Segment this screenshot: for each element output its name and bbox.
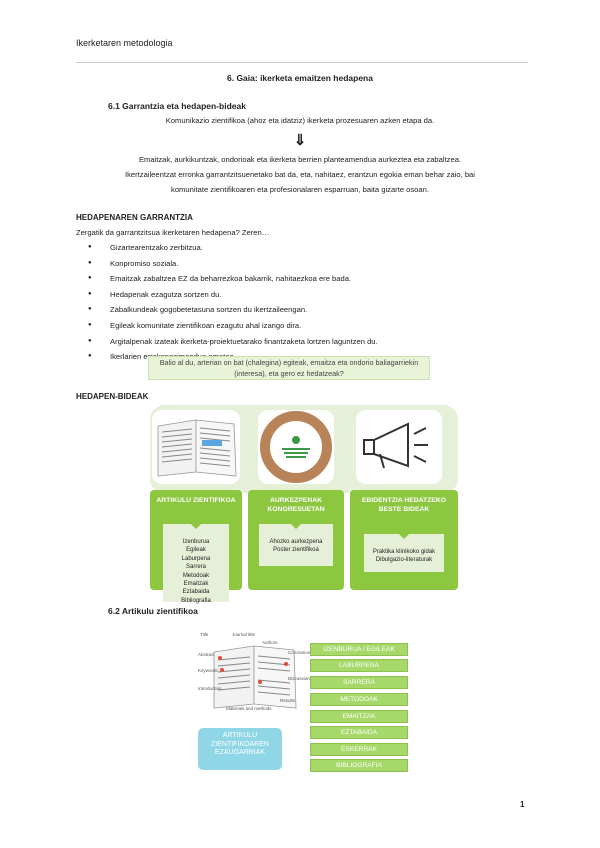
intro-line: Komunikazio zientifikoa (ahoz eta idatzi… [165,116,435,125]
card-item: Praktika klinikoko gidak [372,549,436,555]
card-item: Izenburua [182,539,210,545]
figure-label: Title [200,632,209,637]
article-part-label: LABURPENA [310,659,408,672]
card-item: Metodoak [182,572,210,579]
card-title: ARTIKULU ZIENTIFIKOA [156,497,236,504]
figure-label: Introduction [198,686,222,691]
card-other-channels: EBIDENTZIA HEDATZEKO BESTE BIDEAK Prakti… [350,490,458,590]
article-part-label: ESKERRAK [310,743,408,756]
card-items: Ahozko aurkezpena Poster zientifikoa [259,516,333,566]
card-item: Ahozko aurkezpena [269,539,323,545]
page-title: 6. Gaia: ikerketa emaitzen hedapena [227,73,373,83]
figure-label: Materials and methods [226,706,272,711]
figure-label: Conclusion [288,650,311,655]
card-item: Poster zientifikoa [273,547,319,554]
card-congress-presentations: AURKEZPENAK KONGRESUETAN Ahozko aurkezpe… [248,490,344,590]
card-item: Dibulgazio-literaturak [375,557,433,564]
card-scientific-article: ARTIKULU ZIENTIFIKOA Izenburua Egileak L… [150,490,242,604]
list-item: Egileak komunitate zientifikoan ezagutu … [88,318,378,334]
section-heading-6-1: 6.1 Garrantzia eta hedapen-bideak [108,101,246,111]
article-part-label: EMAITZAK [310,710,408,723]
article-part-label: METODOAK [310,693,408,706]
figure-label: Authors [262,640,278,645]
article-part-label: IZENBURUA / EGILEAK [310,643,408,656]
down-arrow-icon [289,516,303,529]
card-item: Emaitzak [183,581,209,588]
channels-heading: HEDAPEN-BIDEAK [76,392,149,401]
megaphone-icon [356,410,442,484]
list-item: Emaitzak zabaltzea EZ da beharrezkoa bak… [88,271,378,287]
article-part-label: SARRERA [310,676,408,689]
running-header: Ikerketaren metodologia [76,38,173,48]
card-item: Sarrera [185,564,206,571]
paragraph-line-1: Emaitzak, aurkikuntzak, ondorioak eta ik… [138,155,462,164]
figure-label: Abstract [198,652,215,657]
list-item: Konpromiso soziala. [88,256,378,272]
importance-list: Gizartearentzako zerbitzua. Konpromiso s… [88,240,378,365]
list-item: Hedapenak ezagutza sortzen du. [88,287,378,303]
header-divider [76,62,528,63]
card-items: Praktika klinikoko gidak Dibulgazio-lite… [364,526,444,572]
article-part-label: BIBLIOGRAFIA [310,759,408,772]
question-box-line-2: (interesa), eta gero ez hedatzeak? [234,369,344,378]
card-item: Eztabaida [182,589,210,596]
card-title: AURKEZPENAK KONGRESUETAN [267,497,325,513]
importance-question: Zergatik da garrantzitsua ikerketaren he… [76,228,270,237]
list-item: Argitalpenak izateak ikerketa-proiektuet… [88,334,378,350]
article-part-label: EZTABAIDA [310,726,408,739]
paragraph-line-2: Ikertzaileentzat erronka garrantzitsuene… [125,170,475,179]
section-heading-6-2: 6.2 Artikulu zientifikoa [108,606,198,616]
list-item: Gizartearentzako zerbitzua. [88,240,378,256]
card-item: Laburpena [181,555,211,562]
paragraph-line-3: komunitate zientifikoaren eta profesiona… [171,185,429,194]
down-arrow-icon [189,516,203,529]
figure-label: Keywords [198,668,218,673]
down-arrow-icon: ⇓ [293,132,307,149]
article-features-callout: ARTIKULU ZIENTIFIKOAREN EZAUGARRIAK [198,728,282,770]
article-image [152,410,240,484]
article-anatomy-figure [200,630,308,720]
figure-label: Discussion [288,676,310,681]
card-item: Bibliografia [181,597,211,604]
congress-image [258,410,334,484]
figure-label: Journal title [232,632,256,637]
card-item: Egileak [186,547,206,554]
figure-label: Results [280,698,296,703]
page-number: 1 [520,800,525,809]
importance-heading: HEDAPENAREN GARRANTZIA [76,213,193,222]
card-items: Izenburua Egileak Laburpena Sarrera Meto… [163,516,229,604]
question-box-line-1: Balio al du, arterian on bat (chalegina)… [159,358,419,367]
card-title: EBIDENTZIA HEDATZEKO BESTE BIDEAK [361,497,447,513]
list-item: Zabalkundeak gogobetetasuna sortzen du i… [88,302,378,318]
question-box: Balio al du, arterian on bat (chalegina)… [148,356,430,380]
down-arrow-icon [397,526,411,539]
